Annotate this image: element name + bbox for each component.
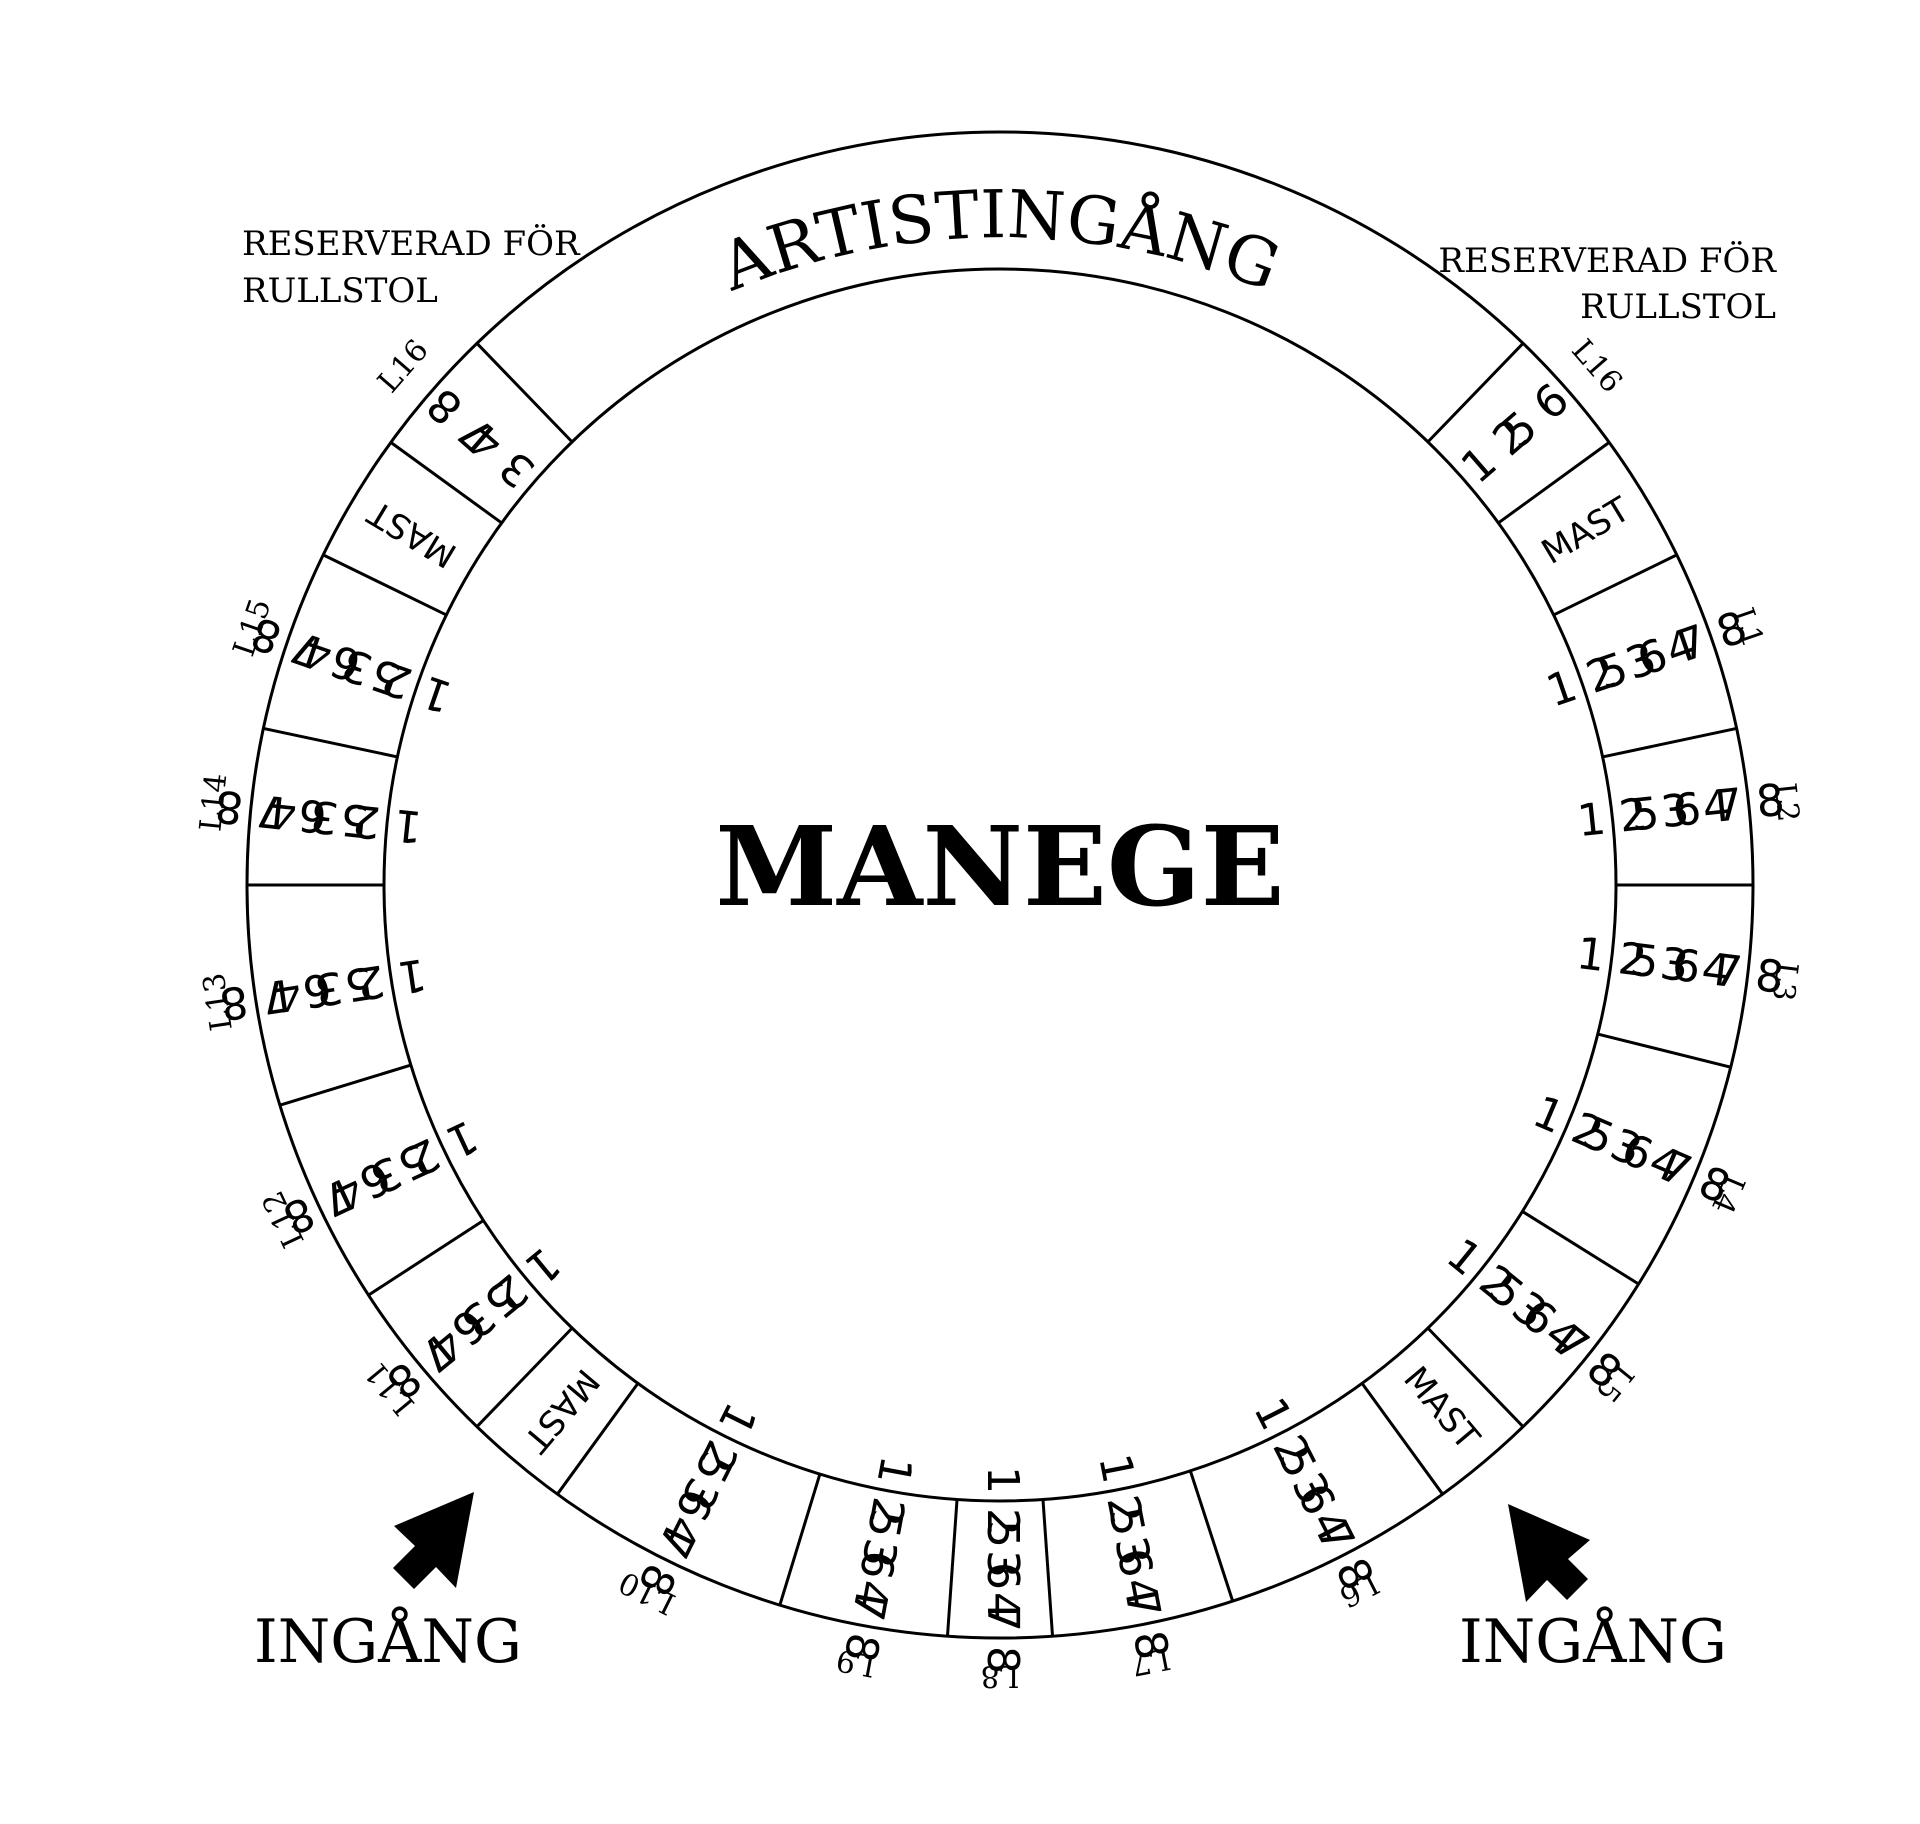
section-divider xyxy=(1552,553,1678,617)
section-divider xyxy=(1597,1032,1731,1069)
section-divider xyxy=(778,1473,822,1606)
entrance-left-label: INGÅNG xyxy=(254,1606,522,1677)
section-divider xyxy=(1426,342,1525,443)
section-divider xyxy=(322,553,448,617)
section-divider xyxy=(1188,1470,1235,1602)
arena-label: MANEGE xyxy=(715,802,1284,931)
section-label: L3 xyxy=(1765,960,1804,1003)
seat-row-outer: 5 6 7 8 xyxy=(977,1520,1028,1674)
seat-row-outer: 5 6 7 8 xyxy=(1629,775,1787,842)
section-label: L2 xyxy=(1767,781,1806,823)
mast-label: MAST xyxy=(361,492,463,575)
section-label: L14 xyxy=(193,772,234,833)
section-divider xyxy=(389,441,503,525)
section-divider xyxy=(475,342,574,443)
section-label: L16 xyxy=(1564,333,1629,400)
section-label: L16 xyxy=(371,333,436,400)
seat-row-inner: 1 2 3 4 xyxy=(977,1466,1028,1620)
seat-row-outer: 5 6 7 8 xyxy=(212,780,370,847)
entrance-right-arrow-icon xyxy=(1508,1504,1590,1602)
seat-section[interactable]: 1 2 3 45 6 7 8L7 xyxy=(1088,1450,1178,1682)
section-divider xyxy=(1602,726,1737,759)
seat-section[interactable]: 1 2 3 45 6 7 8L5 xyxy=(1437,1229,1640,1409)
section-label: L13 xyxy=(197,971,240,1034)
section-divider xyxy=(279,1063,412,1107)
seat-section[interactable]: 1 2 3 45 6 7 8L6 xyxy=(1243,1390,1384,1614)
entrance-left-arrow-icon xyxy=(393,1492,474,1589)
section-divider xyxy=(945,1499,959,1637)
seat-section[interactable]: 1 2 3 45 6 7 8L2 xyxy=(1575,775,1806,847)
section-divider xyxy=(1521,1210,1640,1286)
entrance-right-label: INGÅNG xyxy=(1459,1606,1727,1677)
section-divider xyxy=(263,726,398,759)
seat-section[interactable]: 1 2 3 45 6 7 8L8 xyxy=(977,1466,1028,1693)
section-divider xyxy=(556,1382,640,1496)
wheelchair-left-line1: RESERVERAD FÖR xyxy=(242,223,581,264)
section-divider xyxy=(1360,1382,1444,1496)
wheelchair-right-line1: RESERVERAD FÖR xyxy=(1438,240,1777,281)
seat-section[interactable]: 1 2 3 45 6 7 8L1 xyxy=(1540,602,1770,718)
seat-row-outer: 5 6 7 8 xyxy=(216,956,376,1029)
section-label: L9 xyxy=(834,1642,879,1684)
seat-row-outer: 5 6 7 8 xyxy=(1627,935,1786,1004)
section-label: L8 xyxy=(980,1658,1019,1693)
seat-row-outer: 5 6 7 8 xyxy=(1099,1503,1178,1664)
mast-section: MAST xyxy=(1535,489,1637,572)
mast-label: MAST xyxy=(1535,489,1637,572)
section-divider xyxy=(1497,441,1611,525)
section-divider xyxy=(475,1327,574,1428)
section-label: L7 xyxy=(1128,1640,1173,1682)
wheelchair-left-line2: RULLSTOL xyxy=(242,271,438,311)
mast-section: MAST xyxy=(361,492,463,575)
seat-section[interactable]: 1 2 3 45 6 7 8L4 xyxy=(1526,1086,1752,1218)
seat-section[interactable]: 1 2 3 45 6 7 8L9 xyxy=(834,1452,922,1683)
seat-section[interactable]: 1 2 3 45 6 7 8L3 xyxy=(1574,928,1804,1004)
artist-entrance-label: ARTISTINGÅNG xyxy=(709,176,1290,307)
section-divider xyxy=(1426,1327,1525,1428)
artist-entrance-label-path: ARTISTINGÅNG xyxy=(709,176,1290,307)
wheelchair-right-line2: RULLSTOL xyxy=(1580,287,1776,327)
section-divider xyxy=(367,1219,485,1297)
seat-row-outer: 5 6 7 8 xyxy=(834,1505,912,1666)
section-divider xyxy=(1041,1499,1055,1637)
